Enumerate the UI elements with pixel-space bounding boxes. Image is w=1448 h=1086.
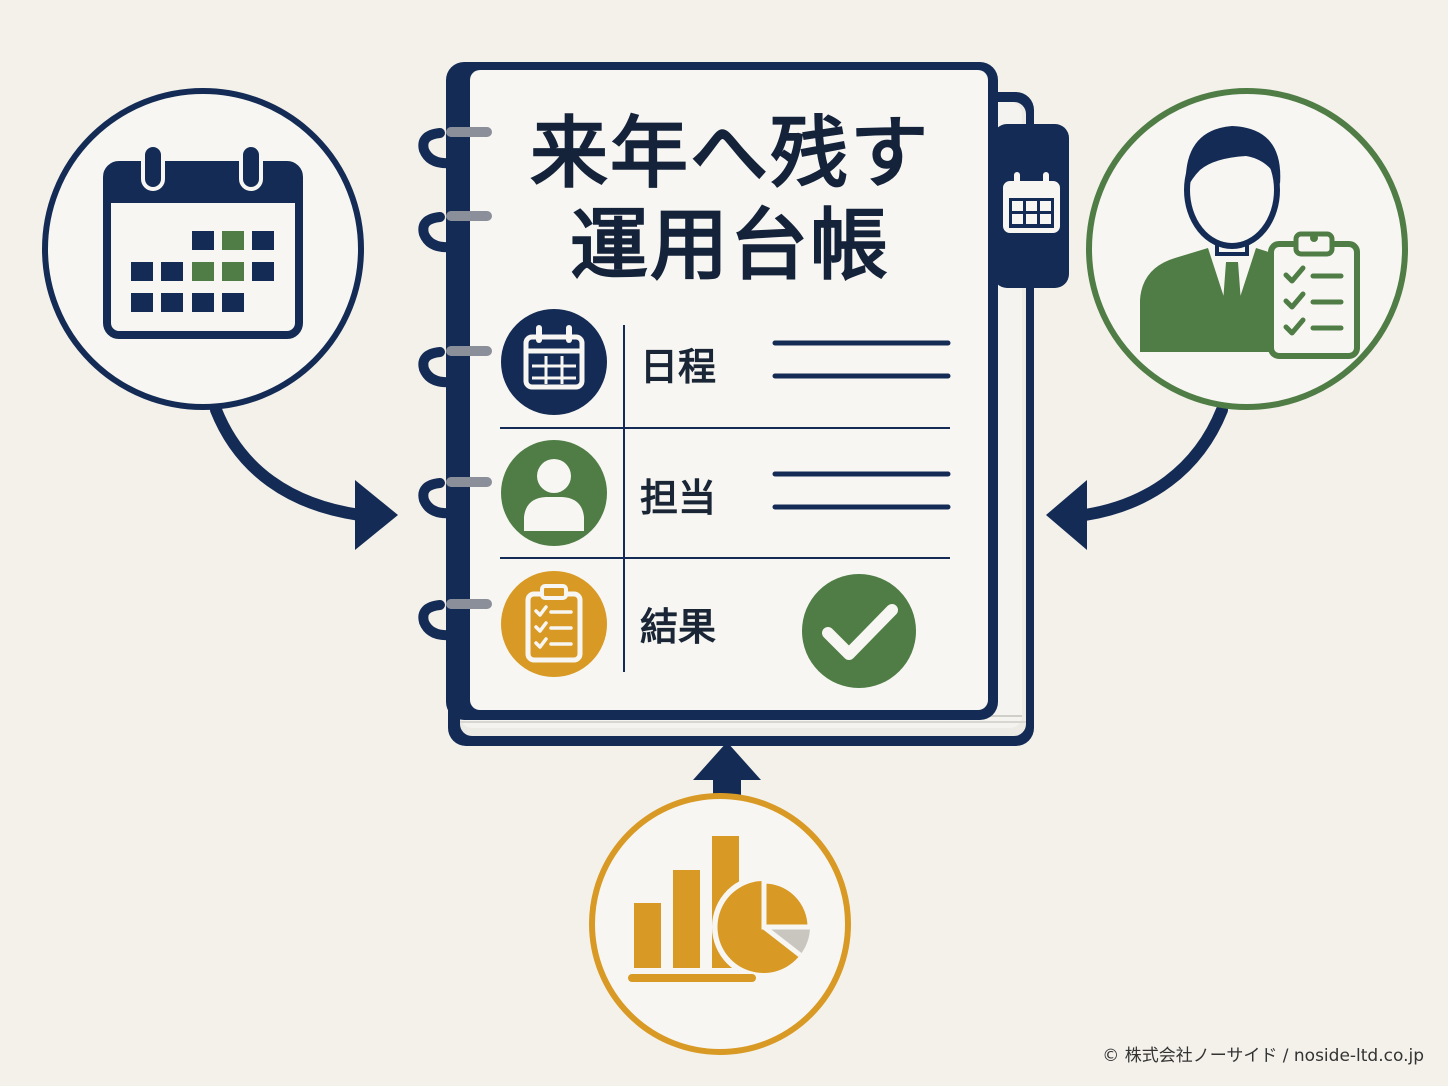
row-lines-indicator — [772, 340, 951, 379]
businessman-clipboard-icon — [1140, 126, 1360, 359]
row-label-schedule: 日程 — [640, 345, 716, 389]
operations-ledger-binder: 来年へ残す 運用台帳 日程 — [418, 62, 1069, 746]
arrow-bottom — [693, 742, 761, 797]
binder-side-tab — [993, 124, 1069, 288]
person-icon — [524, 459, 584, 531]
ledger-table-grid — [500, 325, 950, 672]
calendar-icon — [523, 325, 585, 390]
binder-rings — [418, 128, 457, 641]
calendar-icon — [1003, 172, 1060, 233]
row-label-result: 結果 — [640, 605, 716, 649]
person-input-circle — [1086, 88, 1408, 410]
check-circle-icon — [802, 574, 916, 688]
calendar-icon — [103, 143, 303, 339]
arrow-right — [1046, 404, 1228, 550]
ledger-row-assignee: 担当 — [501, 440, 951, 546]
ledger-row-result: 結果 — [501, 571, 916, 688]
ledger-row-schedule: 日程 — [501, 309, 951, 415]
row-lines-indicator — [772, 471, 951, 510]
bar-pie-chart-icon — [628, 836, 816, 982]
calendar-input-circle — [42, 88, 364, 410]
chart-input-circle — [589, 793, 851, 1055]
arrow-left — [210, 404, 398, 550]
clipboard-checklist-icon — [525, 584, 583, 663]
row-label-assignee: 担当 — [640, 476, 716, 520]
binder-title-line1: 来年へ残す — [530, 109, 930, 199]
binder-title-line2: 運用台帳 — [570, 201, 890, 291]
copyright-credit: © 株式会社ノーサイド / noside-ltd.co.jp — [1102, 1046, 1424, 1066]
